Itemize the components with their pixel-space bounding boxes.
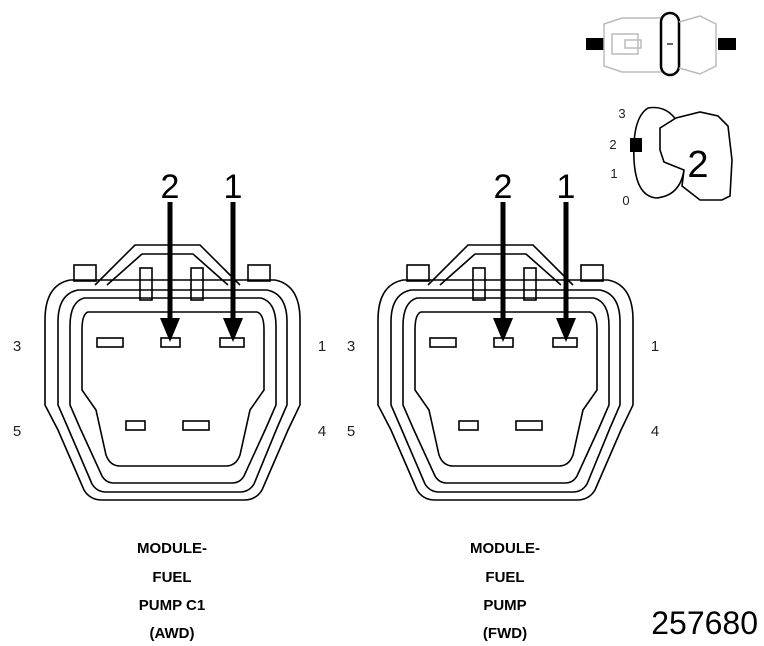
connector-fwd: 2 1 3 1 5 4 MODULE- FUEL PUMP (FWD): [347, 168, 659, 642]
caption-line-3: PUMP C1: [139, 597, 205, 614]
caption-line-4: (AWD): [150, 625, 195, 642]
probe-label-left: 2: [494, 168, 513, 206]
caption-line-3: PUMP: [483, 597, 526, 614]
pin-number-5: 5: [13, 423, 21, 440]
ignition-key-label: 2: [687, 144, 708, 186]
caption-line-4: (FWD): [483, 625, 527, 642]
pin-number-3: 3: [347, 338, 355, 355]
caption-line-2: FUEL: [152, 569, 191, 586]
pin-number-5: 5: [347, 423, 355, 440]
probe-arrow-left: [493, 202, 513, 342]
figure-id: 257680: [651, 605, 758, 641]
probe-label-right: 1: [224, 168, 243, 206]
ignition-position-3: 3: [618, 106, 625, 121]
ignition-position-2: 2: [609, 137, 616, 152]
pin-number-1: 1: [651, 338, 659, 355]
probe-arrow-right: [556, 202, 576, 342]
probe-arrow-right: [223, 202, 243, 342]
pin-number-1: 1: [318, 338, 326, 355]
probe-arrow-left: [160, 202, 180, 342]
pin-number-4: 4: [651, 423, 659, 440]
connector-caption: MODULE- FUEL PUMP C1 (AWD): [137, 540, 207, 642]
connector-awd: 2 1 3 1 5 4 MODULE- FUEL PUMP C1 (AWD): [13, 168, 326, 642]
connector-caption: MODULE- FUEL PUMP (FWD): [470, 540, 540, 642]
caption-line-1: MODULE-: [470, 540, 540, 557]
ignition-key-icon: 3 2 1 0 2: [609, 106, 733, 208]
ignition-position-0: 0: [622, 193, 629, 208]
connector-disconnect-icon: [586, 11, 736, 77]
probe-label-right: 1: [557, 168, 576, 206]
caption-line-2: FUEL: [485, 569, 524, 586]
probe-label-left: 2: [161, 168, 180, 206]
caption-line-1: MODULE-: [137, 540, 207, 557]
ignition-position-1: 1: [610, 166, 617, 181]
pin-number-4: 4: [318, 423, 326, 440]
pin-number-3: 3: [13, 338, 21, 355]
